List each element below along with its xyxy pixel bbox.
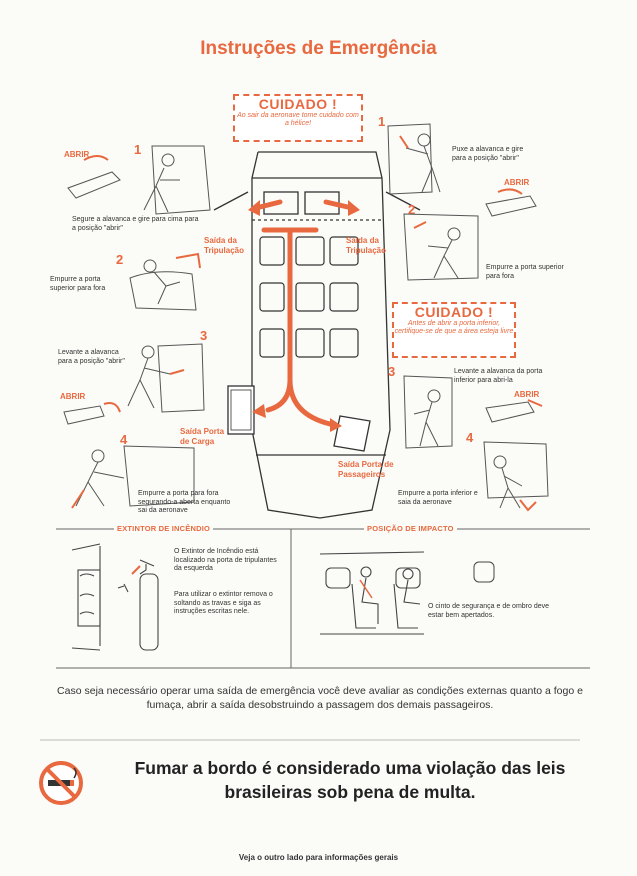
caution-box-propeller: CUIDADO ! Ao sair da aeronave tome cuida… bbox=[233, 94, 363, 142]
left-step-1-number: 1 bbox=[134, 142, 142, 157]
no-smoking-icon bbox=[39, 761, 83, 805]
left-step-4-illustration bbox=[71, 445, 195, 509]
abrir-label: ABRIR bbox=[60, 392, 86, 401]
left-step-4-text: Empurre a porta para fora segurando-a ab… bbox=[138, 490, 231, 514]
extinguisher-illustration bbox=[71, 543, 159, 651]
abrir-label: ABRIR bbox=[504, 178, 530, 187]
impact-position-text: O cinto de segurança e de ombro deve est… bbox=[428, 603, 550, 619]
right-step-3-number: 3 bbox=[388, 364, 396, 379]
abrir-label: ABRIR bbox=[514, 390, 540, 399]
exit-label-cargo: Saída Porta de Carga bbox=[180, 427, 225, 446]
evaluation-paragraph: Caso seja necessário operar uma saída de… bbox=[57, 685, 583, 711]
smoking-notice: Fumar a bordo é considerado uma violação… bbox=[134, 758, 566, 802]
right-step-4-number: 4 bbox=[466, 430, 474, 445]
right-step-2-text: Empurre a porta superior para fora bbox=[486, 264, 564, 280]
impact-section-title: POSIÇÃO DE IMPACTO bbox=[364, 524, 457, 533]
right-step-2-number: 2 bbox=[408, 202, 416, 217]
exit-path-arrows bbox=[253, 199, 355, 427]
left-step-1-illustration bbox=[67, 145, 211, 215]
exit-label-crew-left: Saída da Tripulação bbox=[204, 236, 245, 255]
left-step-1-text: Segure a alavanca e gire para cima para … bbox=[72, 216, 199, 232]
right-step-1-number: 1 bbox=[378, 114, 386, 129]
impact-position-illustration bbox=[319, 551, 425, 635]
caution-heading: CUIDADO ! bbox=[258, 96, 338, 112]
exit-label-crew-right: Saída da Tripulação bbox=[346, 236, 387, 255]
right-step-3-illustration bbox=[403, 375, 453, 449]
caution-box-lower-door: CUIDADO ! Antes de abrir a porta inferio… bbox=[392, 302, 516, 358]
lever-illustration bbox=[63, 402, 121, 425]
caution-text: Antes de abrir a porta inferior, certifi… bbox=[394, 320, 514, 335]
caution-text: Ao sair da aeronave tome cuidado com a h… bbox=[237, 112, 359, 127]
right-step-4-text: Empurre a porta inferior e saia da aeron… bbox=[398, 490, 478, 506]
left-step-4-number: 4 bbox=[120, 432, 128, 447]
left-step-2-text: Empurre a porta superior para fora bbox=[50, 276, 106, 292]
left-step-3-text: Levante a alavanca para a posição "abrir… bbox=[58, 349, 125, 365]
extinguisher-section-title: EXTINTOR DE INCÊNDIO bbox=[114, 524, 214, 533]
passenger-door bbox=[333, 415, 371, 452]
extinguisher-usage-text: Para utilizar o extintor remova o soltan… bbox=[174, 591, 273, 615]
extinguisher-location-text: O Extintor de Incêndio está localizado n… bbox=[174, 548, 277, 572]
page-title: Instruções de Emergência bbox=[200, 38, 437, 59]
caution-heading: CUIDADO ! bbox=[414, 304, 494, 320]
cargo-door bbox=[227, 385, 255, 435]
seats bbox=[259, 236, 359, 358]
left-step-3-illustration bbox=[127, 343, 205, 413]
window-icon bbox=[473, 561, 495, 583]
fuselage-outline bbox=[251, 151, 391, 519]
right-step-4-illustration bbox=[483, 441, 549, 512]
left-step-2-illustration bbox=[129, 252, 201, 311]
abrir-label: ABRIR bbox=[64, 150, 90, 159]
right-step-2-illustration bbox=[403, 213, 479, 281]
footer-note: Veja o outro lado para informações gerai… bbox=[238, 853, 399, 862]
right-step-1-text: Puxe a alavanca e gire para a posição "a… bbox=[452, 146, 524, 162]
left-step-2-number: 2 bbox=[116, 252, 124, 267]
right-lower-lever-illustration bbox=[485, 399, 543, 423]
arrow-heads bbox=[248, 200, 360, 432]
exit-label-passengers: Saída Porta de Passageiros bbox=[338, 460, 394, 479]
right-step-3-text: Levante a alavanca da porta inferior par… bbox=[454, 368, 543, 384]
left-step-3-number: 3 bbox=[200, 328, 208, 343]
right-lever-illustration bbox=[485, 188, 537, 217]
right-step-1-illustration bbox=[387, 123, 441, 195]
